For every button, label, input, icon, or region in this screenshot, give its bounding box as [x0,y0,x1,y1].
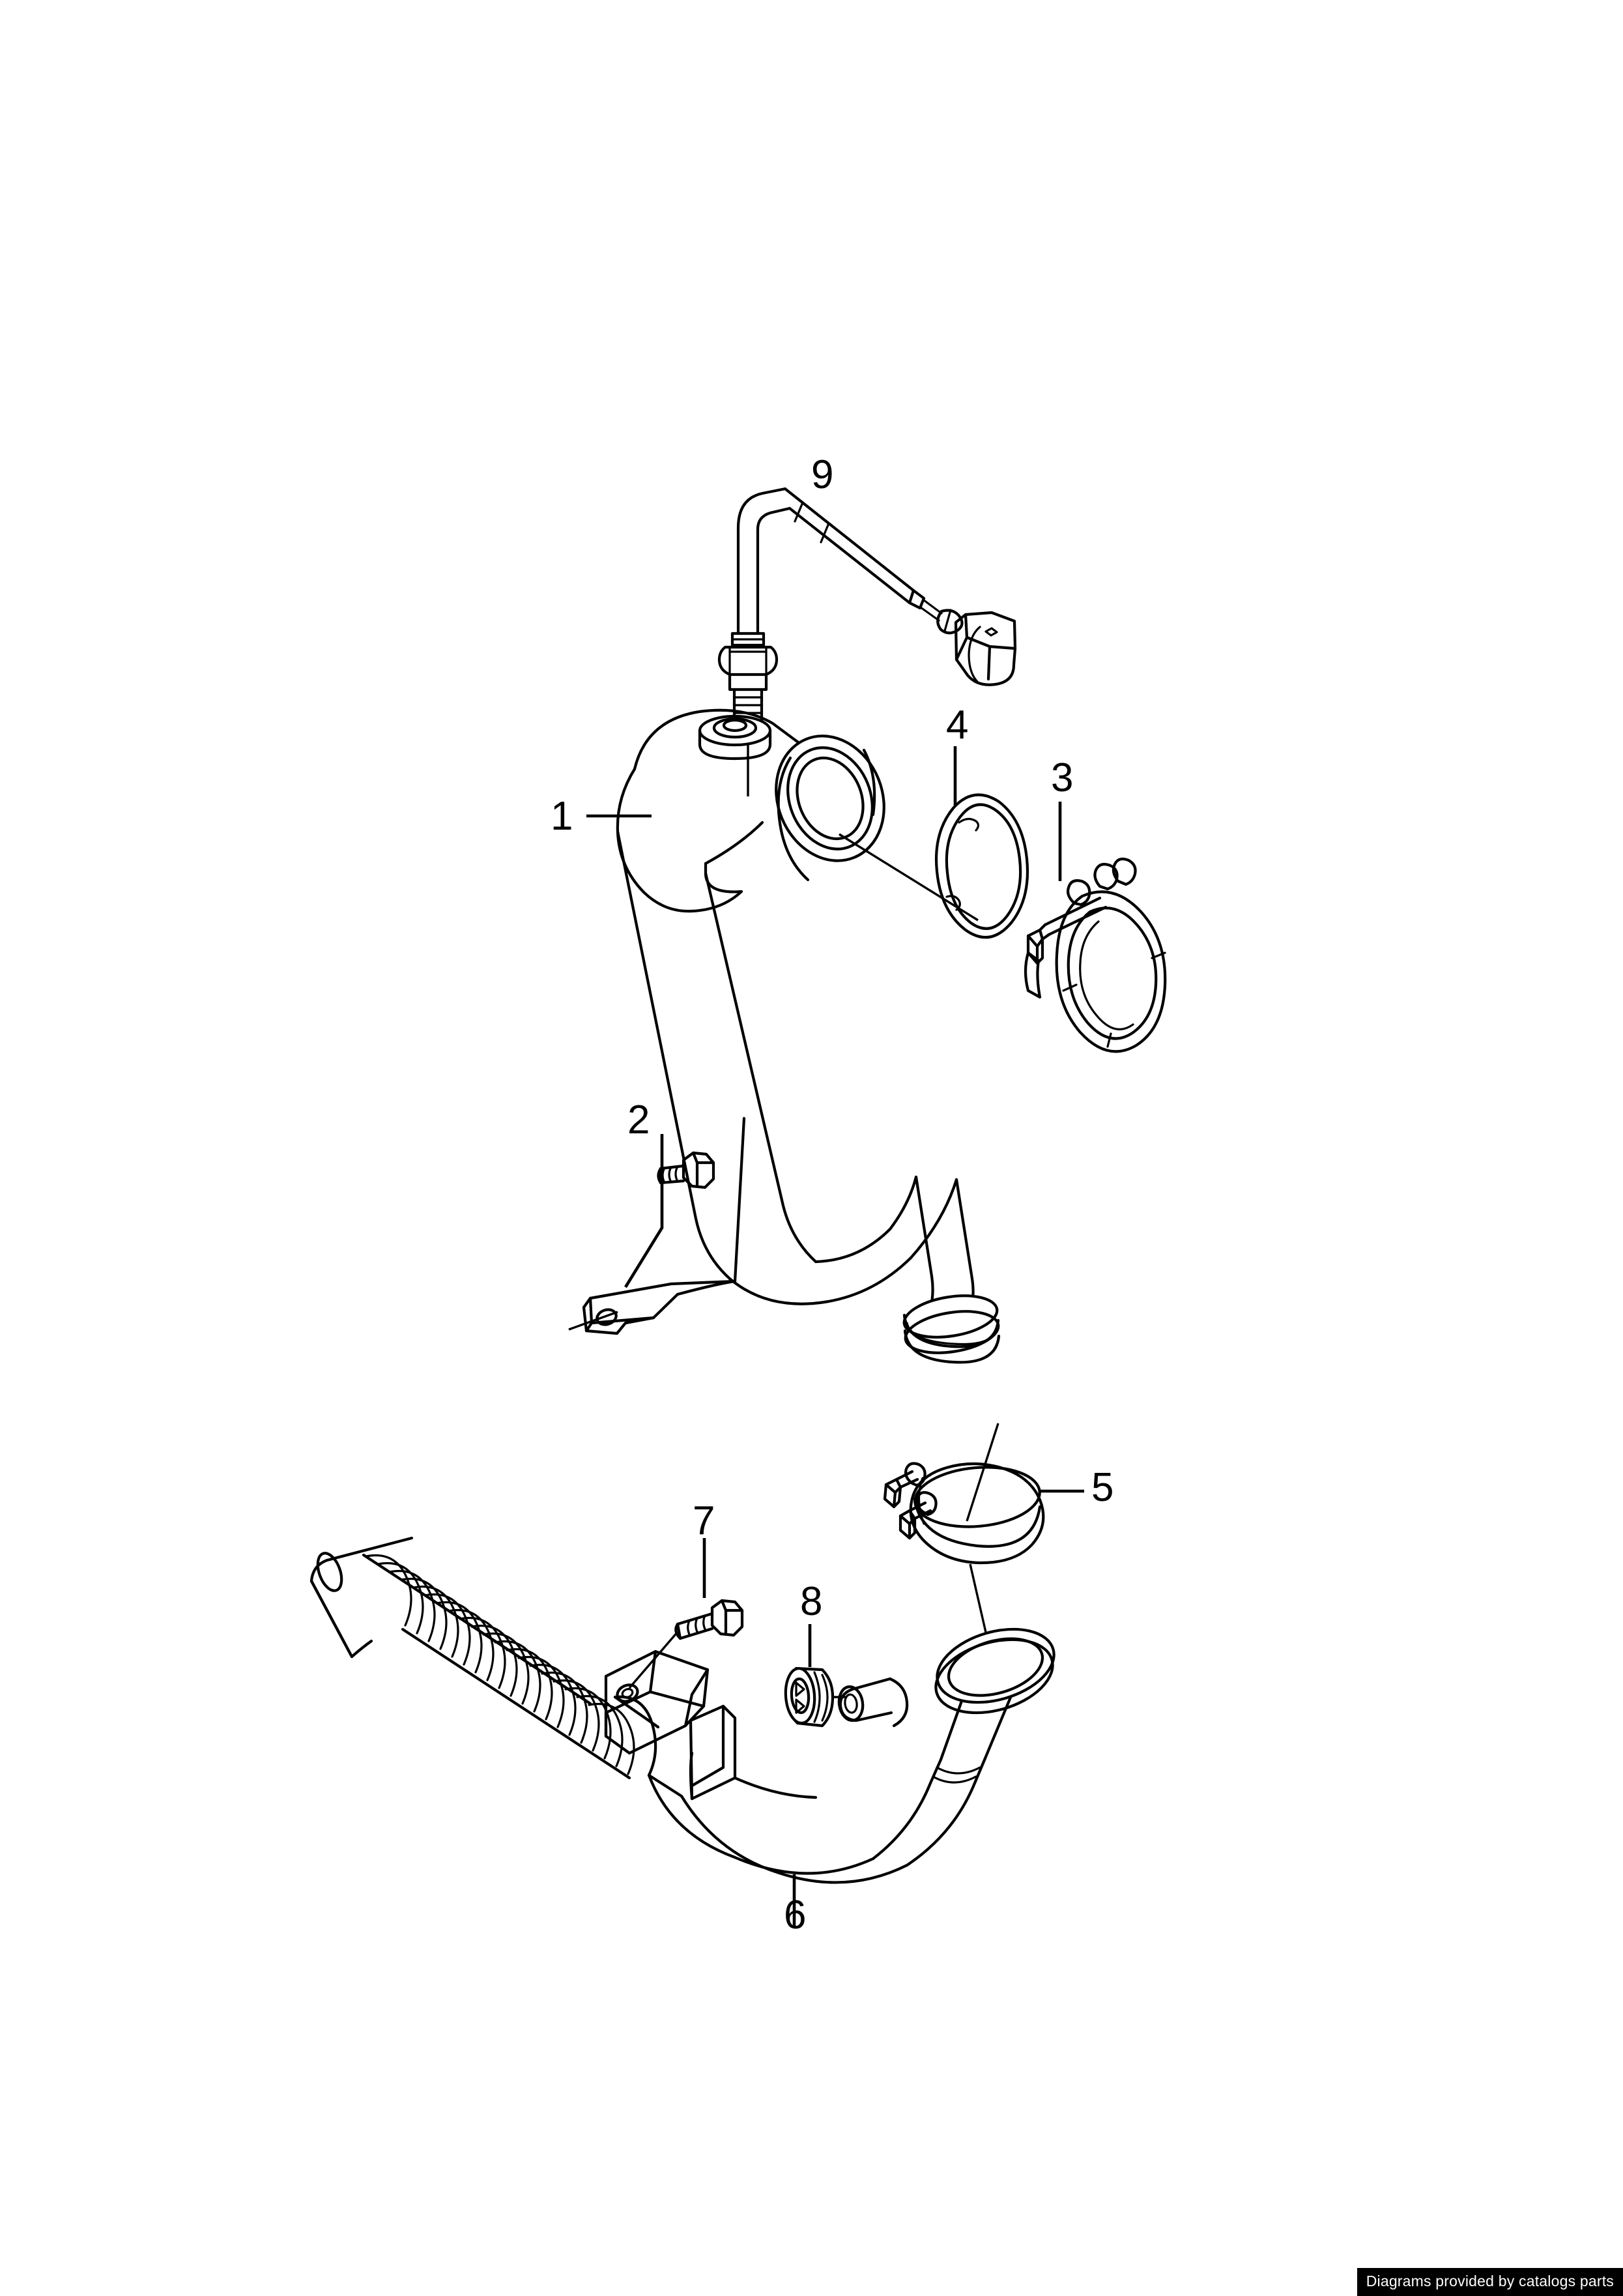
part-4-gasket-ring [839,746,1029,939]
callout-label-2: 2 [627,1097,650,1142]
part-3-v-band-clamp [1024,802,1167,1053]
part-9-oxygen-sensor [717,487,1017,796]
callout-label-9: 9 [811,452,834,497]
callout-label-3: 3 [1051,755,1074,800]
callout-label-4: 4 [946,703,969,748]
watermark-banner: Diagrams provided by catalogs parts [1357,2268,1623,2296]
callout-label-8: 8 [800,1579,823,1624]
bellows-corrugations [365,1554,635,1775]
part-8-rubber-grommet [784,1624,847,1728]
callout-label-7: 7 [693,1498,715,1543]
part-7-hex-flange-bolt [628,1538,744,1689]
part-1-front-exhaust-pipe [616,708,1001,1364]
part-2-bracket-and-bolt [568,1116,746,1335]
part-5-hose-clamp [883,1423,1084,1676]
callout-label-5: 5 [1091,1465,1114,1510]
part-6-flexible-connecting-pipe [309,1536,1056,1928]
callout-label-1: 1 [551,794,573,839]
callout-label-6: 6 [784,1893,807,1938]
